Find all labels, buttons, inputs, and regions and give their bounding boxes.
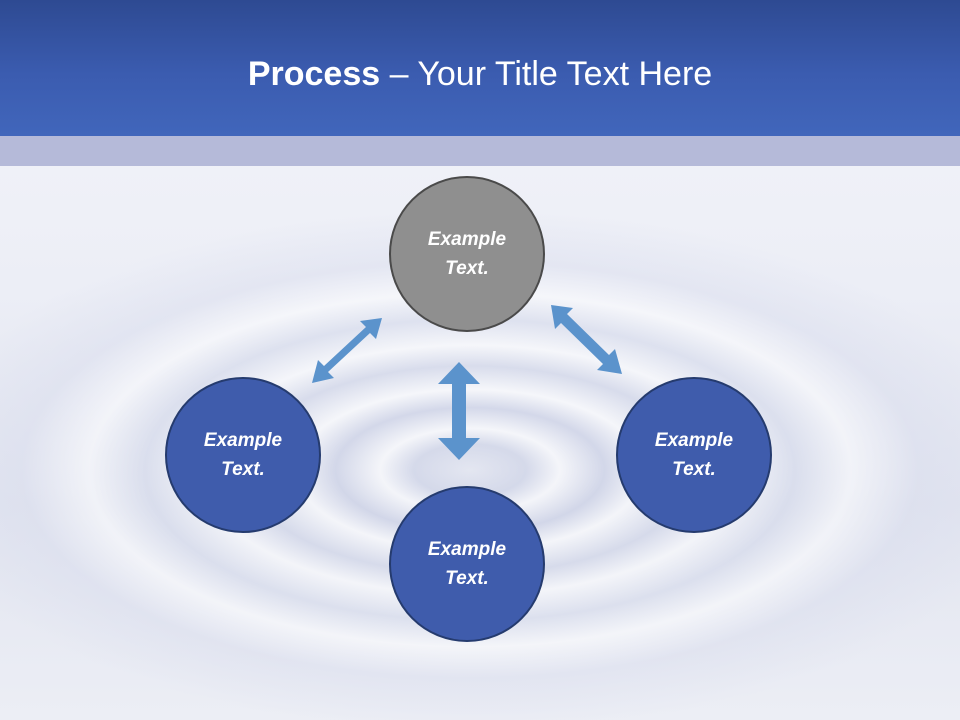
arrow-top-left-shape [312,318,382,383]
node-bottom-label: Example Text. [427,539,507,589]
node-left-circle[interactable]: Example Text. [165,377,321,533]
title-rest-part: – Your Title Text Here [380,55,713,93]
node-right-label: Example Text. [654,430,734,480]
arrow-vertical-shape [438,362,480,460]
node-bottom-circle[interactable]: Example Text. [389,486,545,642]
title-bar [0,0,960,136]
arrow-top-right-shape [551,305,622,374]
arrow-top-left[interactable] [312,318,382,383]
node-right-circle[interactable]: Example Text. [616,377,772,533]
title-bold-part: Process [247,55,381,93]
arrow-vertical[interactable] [438,362,480,460]
slide-title[interactable]: Process – Your Title Text Here [0,52,960,96]
node-top-circle[interactable]: Example Text. [389,176,545,332]
title-underline-band [0,136,960,166]
node-top-label: Example Text. [427,229,507,279]
node-left-label: Example Text. [203,430,283,480]
arrow-top-right[interactable] [551,305,622,374]
